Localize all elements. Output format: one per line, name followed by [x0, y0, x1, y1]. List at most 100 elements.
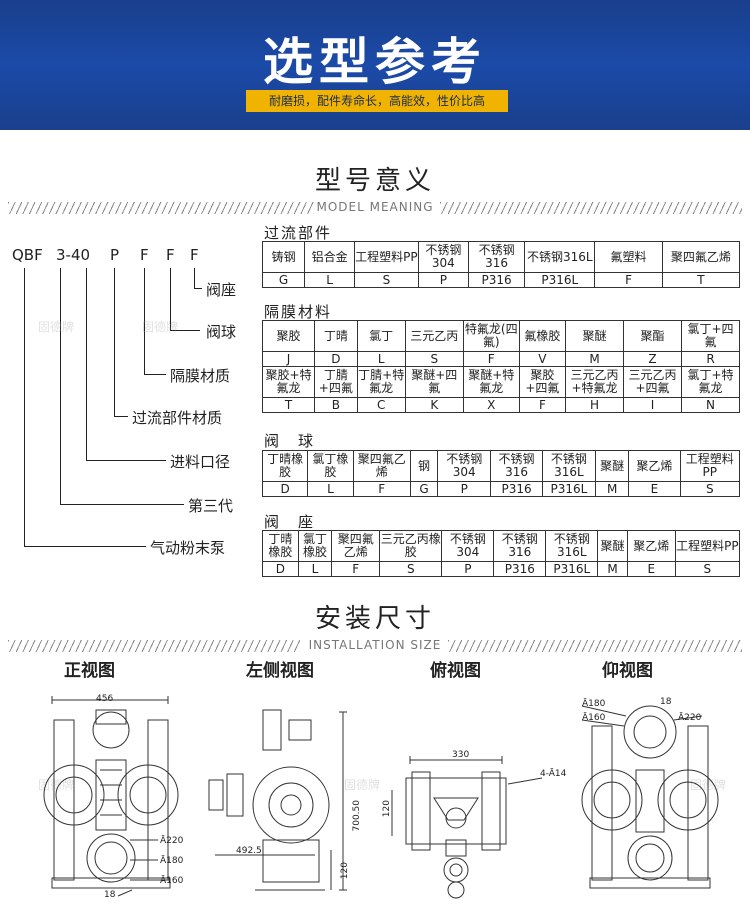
table-cell: 不锈钢316L — [524, 241, 596, 273]
table-cell: H — [565, 397, 625, 413]
table-cell: 不锈钢316 — [490, 450, 543, 482]
table-cell: 不锈钢316 — [493, 530, 547, 562]
table-cell: 工程塑料PP — [679, 450, 741, 482]
table-cell: S — [354, 272, 419, 288]
table-cell: 不锈钢304 — [437, 450, 492, 482]
table-cell: 聚四氟乙烯 — [331, 530, 381, 562]
table-cell: 聚乙烯 — [628, 450, 681, 482]
table-cell: 氯丁+四氟 — [680, 320, 741, 352]
table-cell: P316L — [524, 272, 596, 288]
label-pump-type: 气动粉末泵 — [150, 539, 226, 557]
table-cell: L — [297, 561, 333, 577]
label-size: 进料口径 — [170, 453, 231, 471]
table-cell: F — [594, 272, 663, 288]
banner-title: 选型参考 — [263, 33, 487, 91]
watermark: 固德牌 — [142, 320, 179, 334]
dim-side-height: 700.50 — [352, 800, 362, 832]
code-series: QBF — [12, 246, 43, 264]
divider-right — [448, 640, 742, 652]
table-cell: E — [626, 561, 676, 577]
table-cell: 不锈钢316 — [467, 241, 526, 273]
bottom-view-drawing — [581, 705, 719, 889]
table-cell: I — [623, 397, 682, 413]
table-cell: 三元乙丙+四氟 — [623, 366, 682, 398]
tree-line — [24, 546, 146, 547]
view-front-title: 正视图 — [64, 661, 115, 681]
table-cell: 聚醚 — [597, 530, 628, 562]
table-cell: F — [518, 397, 567, 413]
tree-line — [60, 268, 61, 504]
divider-left — [8, 640, 300, 652]
table-cell: T — [261, 397, 316, 413]
dim-bottom-d180: Ā180 — [582, 699, 606, 709]
flow-parts-table: 铸钢 铝合金 工程塑料PP 不锈钢304 不锈钢316 不锈钢316L 氟塑料 … — [261, 241, 741, 288]
table-cell: R — [680, 351, 741, 367]
dim-front-width: 456 — [96, 694, 114, 704]
table-cell: 铸钢 — [261, 241, 306, 273]
table-cell: 聚四氟乙烯 — [352, 450, 411, 482]
table-cell: G — [261, 272, 306, 288]
tree-line — [86, 268, 87, 460]
table-cell: 不锈钢316L — [545, 530, 599, 562]
dim-side-base: 120 — [340, 862, 350, 880]
divider-left — [8, 202, 314, 214]
table-cell: 三元乙丙橡胶 — [379, 530, 443, 562]
table-cell: 钢 — [409, 450, 439, 482]
table-cell: 丁晴橡胶 — [261, 450, 309, 482]
table-cell: 特氟龙(四氟) — [462, 320, 520, 352]
table-cell: V — [518, 351, 567, 367]
view-bottom-title: 仰视图 — [602, 661, 653, 681]
watermark: 固德牌 — [344, 778, 381, 792]
front-view-drawing — [43, 696, 179, 897]
table-cell: 聚胶 — [261, 320, 316, 352]
diaphragm-title: 隔膜材料 — [264, 303, 333, 321]
view-side-title: 左侧视图 — [246, 661, 314, 681]
tree-line — [170, 268, 171, 330]
install-section-subtitle: INSTALLATION SIZE — [308, 638, 442, 652]
table-cell: 三元乙丙 — [404, 320, 464, 352]
ball-table: 丁晴橡胶 氯丁橡胶 聚四氟乙烯 钢 不锈钢304 不锈钢316 不锈钢316L … — [261, 450, 741, 497]
table-cell: L — [307, 481, 354, 497]
table-cell: 铝合金 — [304, 241, 356, 273]
table-cell: 聚乙烯 — [626, 530, 676, 562]
table-cell: F — [352, 481, 411, 497]
table-cell: 氟塑料 — [594, 241, 663, 273]
table-cell: 氯丁 — [356, 320, 406, 352]
table-cell: D — [261, 481, 309, 497]
table-cell: T — [661, 272, 741, 288]
table-cell: 聚醚+特氟龙 — [462, 366, 520, 398]
table-cell: Z — [623, 351, 682, 367]
ball-title: 阀 球 — [264, 432, 316, 450]
tree-line — [144, 374, 166, 375]
table-cell: 氯丁橡胶 — [307, 450, 354, 482]
dim-bottom-d160: Ā160 — [582, 713, 606, 723]
table-cell: P316 — [467, 272, 526, 288]
tree-line — [114, 268, 115, 416]
label-diaphragm: 隔膜材质 — [170, 367, 231, 385]
label-ball: 阀球 — [206, 323, 237, 341]
table-cell: X — [462, 397, 520, 413]
tree-line — [86, 460, 166, 461]
table-cell: D — [262, 561, 299, 577]
table-cell: S — [674, 561, 741, 577]
table-cell: 不锈钢304 — [441, 530, 495, 562]
table-cell: M — [595, 481, 630, 497]
header-banner: 选型参考 耐磨损，配件寿命长，高能效，性价比高 — [0, 0, 750, 130]
table-cell: P — [417, 272, 469, 288]
table-cell: P — [441, 561, 495, 577]
table-cell: S — [679, 481, 741, 497]
table-cell: 聚胶+四氟 — [518, 366, 567, 398]
dim-bottom-d220: Ā220 — [678, 713, 702, 723]
view-top-title: 俯视图 — [430, 661, 481, 681]
table-cell: P — [437, 481, 492, 497]
table-cell: 氯丁橡胶 — [297, 530, 333, 562]
model-section-subtitle: MODEL MEANING — [316, 200, 434, 214]
table-cell: P316L — [541, 481, 597, 497]
side-view-drawing — [208, 709, 347, 891]
code-ball: F — [166, 246, 175, 264]
dim-front-18: 18 — [104, 890, 116, 900]
table-cell: 工程塑料PP — [674, 530, 741, 562]
model-section-title: 型号意义 — [314, 166, 435, 196]
table-cell: 工程塑料PP — [354, 241, 419, 273]
table-cell: C — [356, 397, 406, 413]
